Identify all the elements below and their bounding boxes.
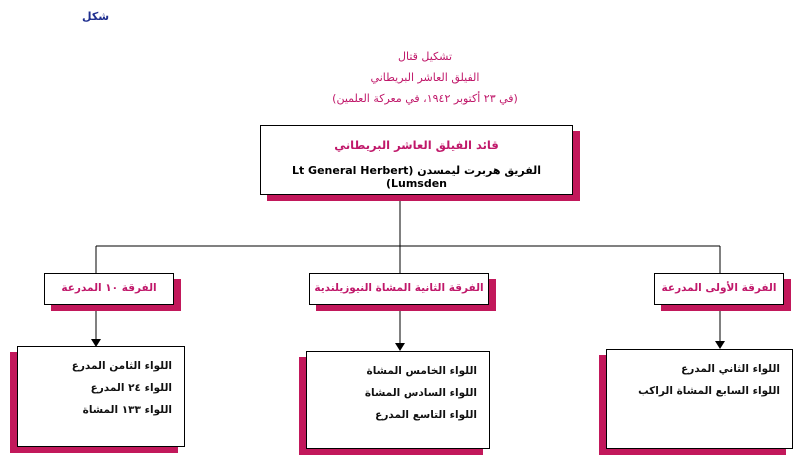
division-label: الفرقة الثانية المشاة النيوزيلندية (314, 282, 484, 294)
commander-name: الفريق هربرت ليمسدن (Lt General Herbert … (291, 164, 542, 190)
division-label: الفرقة ١٠ المدرعة (61, 282, 157, 294)
title-line-2: الفيلق العاشر البريطاني (370, 71, 480, 84)
division-label: الفرقة الأولى المدرعة (661, 282, 777, 294)
division-box-right: الفرقة الأولى المدرعة (654, 273, 784, 305)
figure-label: شكل (82, 10, 110, 23)
brigade-box-middle: اللواء الخامس المشاة اللواء السادس المشا… (306, 351, 490, 449)
arrowhead-right (715, 341, 725, 349)
title-line-1: تشكيل قتال (397, 50, 453, 63)
division-box-middle: الفرقة الثانية المشاة النيوزيلندية (309, 273, 489, 305)
brigade-item: اللواء الثاني المدرع (681, 363, 780, 375)
brigade-item: اللواء الخامس المشاة (366, 365, 478, 377)
arrowhead-middle (395, 343, 405, 351)
brigade-item: اللواء ٢٤ المدرع (90, 382, 172, 394)
brigade-item: اللواء ١٣٣ المشاة (82, 404, 172, 416)
division-box-left: الفرقة ١٠ المدرعة (44, 273, 174, 305)
commander-box: قائد الفيلق العاشر البريطاني الفريق هربر… (260, 125, 573, 195)
brigade-box-right: اللواء الثاني المدرع اللواء السابع المشا… (606, 349, 793, 449)
diagram-title: تشكيل قتال الفيلق العاشر البريطاني (في ٢… (220, 46, 630, 109)
title-line-3: (في ٢٣ أكتوبر ١٩٤٢، في معركة العلمين) (332, 92, 518, 105)
brigade-item: اللواء السادس المشاة (364, 387, 477, 399)
arrowhead-left (91, 339, 101, 347)
brigade-item: اللواء التاسع المدرع (375, 409, 477, 421)
brigade-box-left: اللواء الثامن المدرع اللواء ٢٤ المدرع ال… (17, 346, 185, 447)
commander-role: قائد الفيلق العاشر البريطاني (334, 138, 499, 152)
brigade-item: اللواء السابع المشاة الراكب (638, 385, 780, 397)
brigade-item: اللواء الثامن المدرع (71, 360, 172, 372)
